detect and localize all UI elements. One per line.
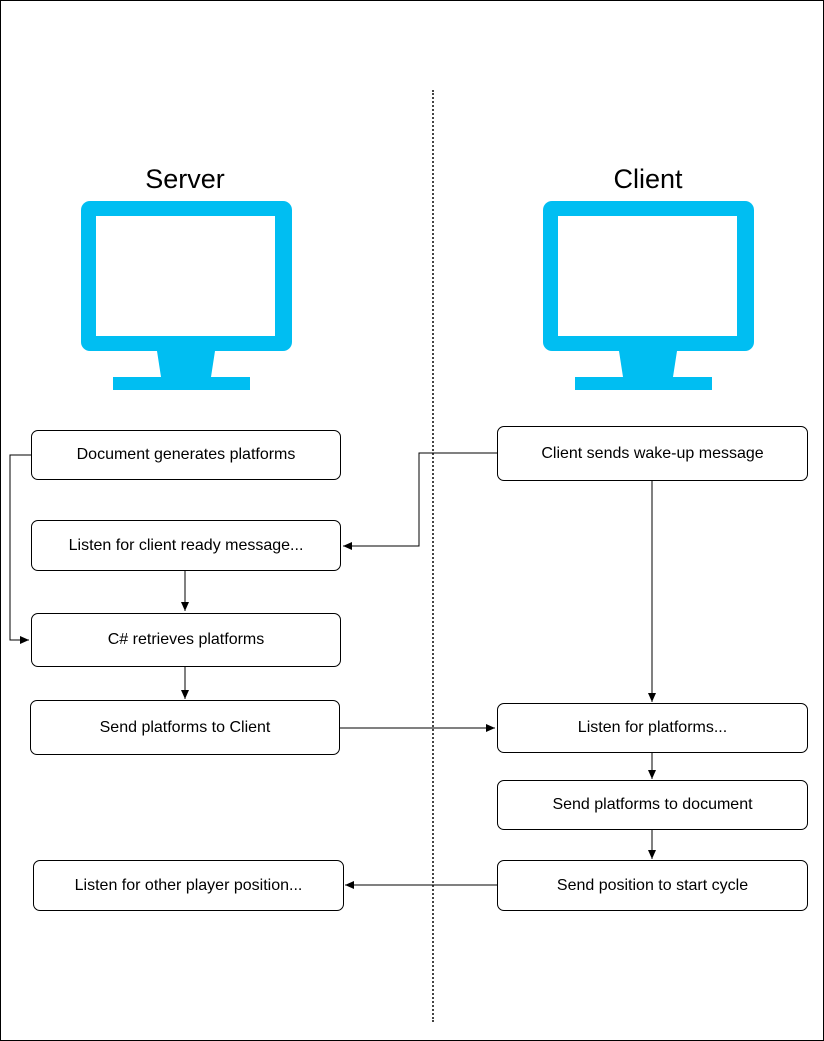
send-platforms-document-box: Send platforms to document [497, 780, 808, 830]
client-heading: Client [613, 164, 683, 194]
retrieve-platforms-box: C# retrieves platforms [31, 613, 341, 667]
listen-client-ready-box: Listen for client ready message... [31, 520, 341, 571]
generate-platforms-box: Document generates platforms [31, 430, 341, 480]
client-monitor-icon [543, 201, 754, 390]
listen-platforms-box: Listen for platforms... [497, 703, 808, 753]
server-heading: Server [145, 164, 225, 194]
listen-player-position-box: Listen for other player position... [33, 860, 344, 911]
server-client-divider [432, 90, 434, 1022]
send-position-box: Send position to start cycle [497, 860, 808, 911]
arrow-generate-to-retrieve [9, 454, 31, 644]
arrow-wakeup-to-listen-ready [343, 452, 497, 550]
server-monitor-icon [81, 201, 292, 390]
wake-up-message-box: Client sends wake-up message [497, 426, 808, 481]
send-platforms-client-box: Send platforms to Client [30, 700, 340, 755]
